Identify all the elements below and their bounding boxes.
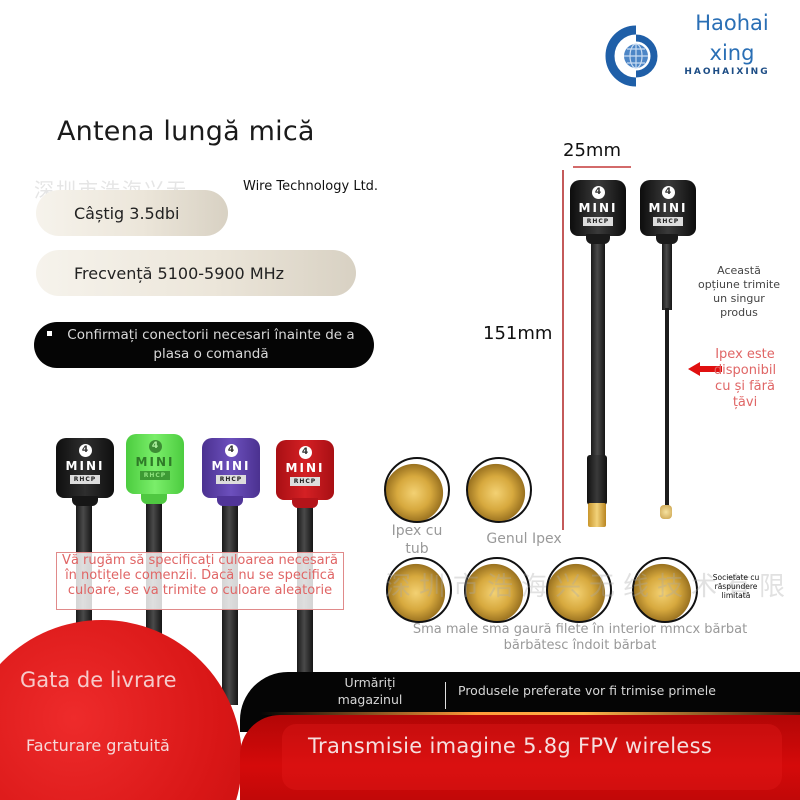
sma-connector-icon (588, 503, 606, 527)
frequency-spec-text: Frecvență 5100-5900 MHz (74, 263, 285, 283)
ready-to-ship-label: Gata de livrare (20, 668, 177, 692)
antenna-sma-sleeve (587, 455, 607, 505)
cap-polarization-text: RHCP (69, 475, 101, 484)
brand-name-line1: Haohai (695, 11, 769, 35)
headline-text: Transmisie imagine 5.8g FPV wireless (308, 734, 713, 758)
connector-types-caption: Sma male sma gaură filete în interior mm… (412, 622, 748, 653)
brand-name-line2: xing (709, 41, 755, 65)
sma-male-image[interactable] (386, 557, 452, 623)
color-request-note: Vă rugăm să specificați culoarea necesar… (56, 552, 344, 610)
headline-band (240, 715, 800, 800)
cap-number-badge: 4 (661, 186, 675, 199)
cap-polarization-text: RHCP (215, 475, 247, 484)
antenna-neck-sma (586, 234, 610, 244)
cap-model-text: MINI (135, 455, 175, 469)
brand-subtitle: HAOHAIXING (684, 67, 770, 74)
cap-number-badge: 4 (148, 440, 162, 453)
variant-neck-red (292, 498, 318, 508)
company-note: Societate cu răspundere limitată (712, 573, 760, 600)
brand-logo: Haohai xing HAOHAIXING (596, 4, 796, 87)
single-product-note: Această opțiune trimite un singur produs (697, 264, 781, 319)
cap-model-text: MINI (65, 459, 105, 473)
mmcx-bent-male-image[interactable] (632, 557, 698, 623)
free-invoice-label: Facturare gratuită (26, 736, 170, 755)
cap-number-badge: 4 (298, 446, 312, 459)
variant-neck-purple (217, 496, 243, 506)
color-variant-green[interactable]: 4 MINI RHCP (126, 434, 184, 494)
antenna-cap-sma: 4 MINI RHCP (570, 180, 626, 236)
cap-polarization-text: RHCP (582, 217, 614, 226)
arrow-left-icon (688, 362, 722, 376)
cap-model-text: MINI (285, 461, 325, 475)
ipex-with-tube-label: Ipex cu tub (391, 523, 443, 557)
cap-number-badge: 4 (78, 444, 92, 457)
variant-neck-black (72, 496, 98, 506)
cap-polarization-text: RHCP (652, 217, 684, 226)
bullet-icon (47, 331, 52, 336)
antenna-ipex-cable-thick (662, 230, 672, 310)
width-dimension-line (573, 166, 631, 168)
length-dimension-line (562, 170, 564, 530)
follow-store-button[interactable]: Urmăriți magazinul (337, 675, 403, 707)
ipex-connector-icon (660, 505, 672, 519)
cap-model-text: MINI (648, 201, 688, 215)
length-dimension-label: 151mm (483, 323, 553, 344)
connector-notice-text: Confirmați conectorii necesari înainte d… (67, 327, 355, 362)
headline-panel (282, 724, 782, 790)
cap-model-text: MINI (211, 459, 251, 473)
ipex-with-tube-image[interactable] (384, 457, 450, 523)
product-title: Antena lungă mică (57, 116, 315, 147)
ipex-availability-note: Ipex este disponibil cu și fără țăvi (713, 347, 777, 410)
frequency-spec-pill: Frecvență 5100-5900 MHz (36, 250, 356, 296)
antenna-cap-ipex: 4 MINI RHCP (640, 180, 696, 236)
cap-model-text: MINI (578, 201, 618, 215)
band-divider (445, 682, 446, 709)
preferred-products-note: Produsele preferate vor fi trimise prime… (458, 683, 716, 698)
band-glow-line (260, 712, 800, 715)
cap-polarization-text: RHCP (289, 477, 321, 486)
red-promo-circle (0, 620, 242, 800)
variant-neck-green (141, 494, 167, 504)
cap-number-badge: 4 (591, 186, 605, 199)
sma-female-thread-image[interactable] (464, 557, 530, 623)
globe-logo-icon (605, 25, 658, 87)
mmcx-male-image[interactable] (546, 557, 612, 623)
antenna-neck-ipex (656, 234, 678, 244)
color-variant-red[interactable]: 4 MINI RHCP (276, 440, 334, 500)
cap-number-badge: 4 (224, 444, 238, 457)
ipex-gender-image[interactable] (466, 457, 532, 523)
cap-polarization-text: RHCP (139, 471, 171, 480)
color-variant-black[interactable]: 4 MINI RHCP (56, 438, 114, 498)
antenna-ipex-cable-thin (665, 308, 669, 508)
gain-spec-pill: Câștig 3.5dbi (36, 190, 228, 236)
brand-name: Haohai xing (672, 8, 792, 68)
connector-notice: Confirmați conectorii necesari înainte d… (34, 322, 374, 368)
color-variant-purple[interactable]: 4 MINI RHCP (202, 438, 260, 498)
company-suffix: Wire Technology Ltd. (243, 179, 379, 194)
gain-spec-text: Câștig 3.5dbi (74, 203, 180, 223)
antenna-sma-cable (591, 230, 605, 460)
ipex-gender-label: Genul Ipex (486, 531, 562, 547)
width-dimension-label: 25mm (563, 140, 621, 161)
